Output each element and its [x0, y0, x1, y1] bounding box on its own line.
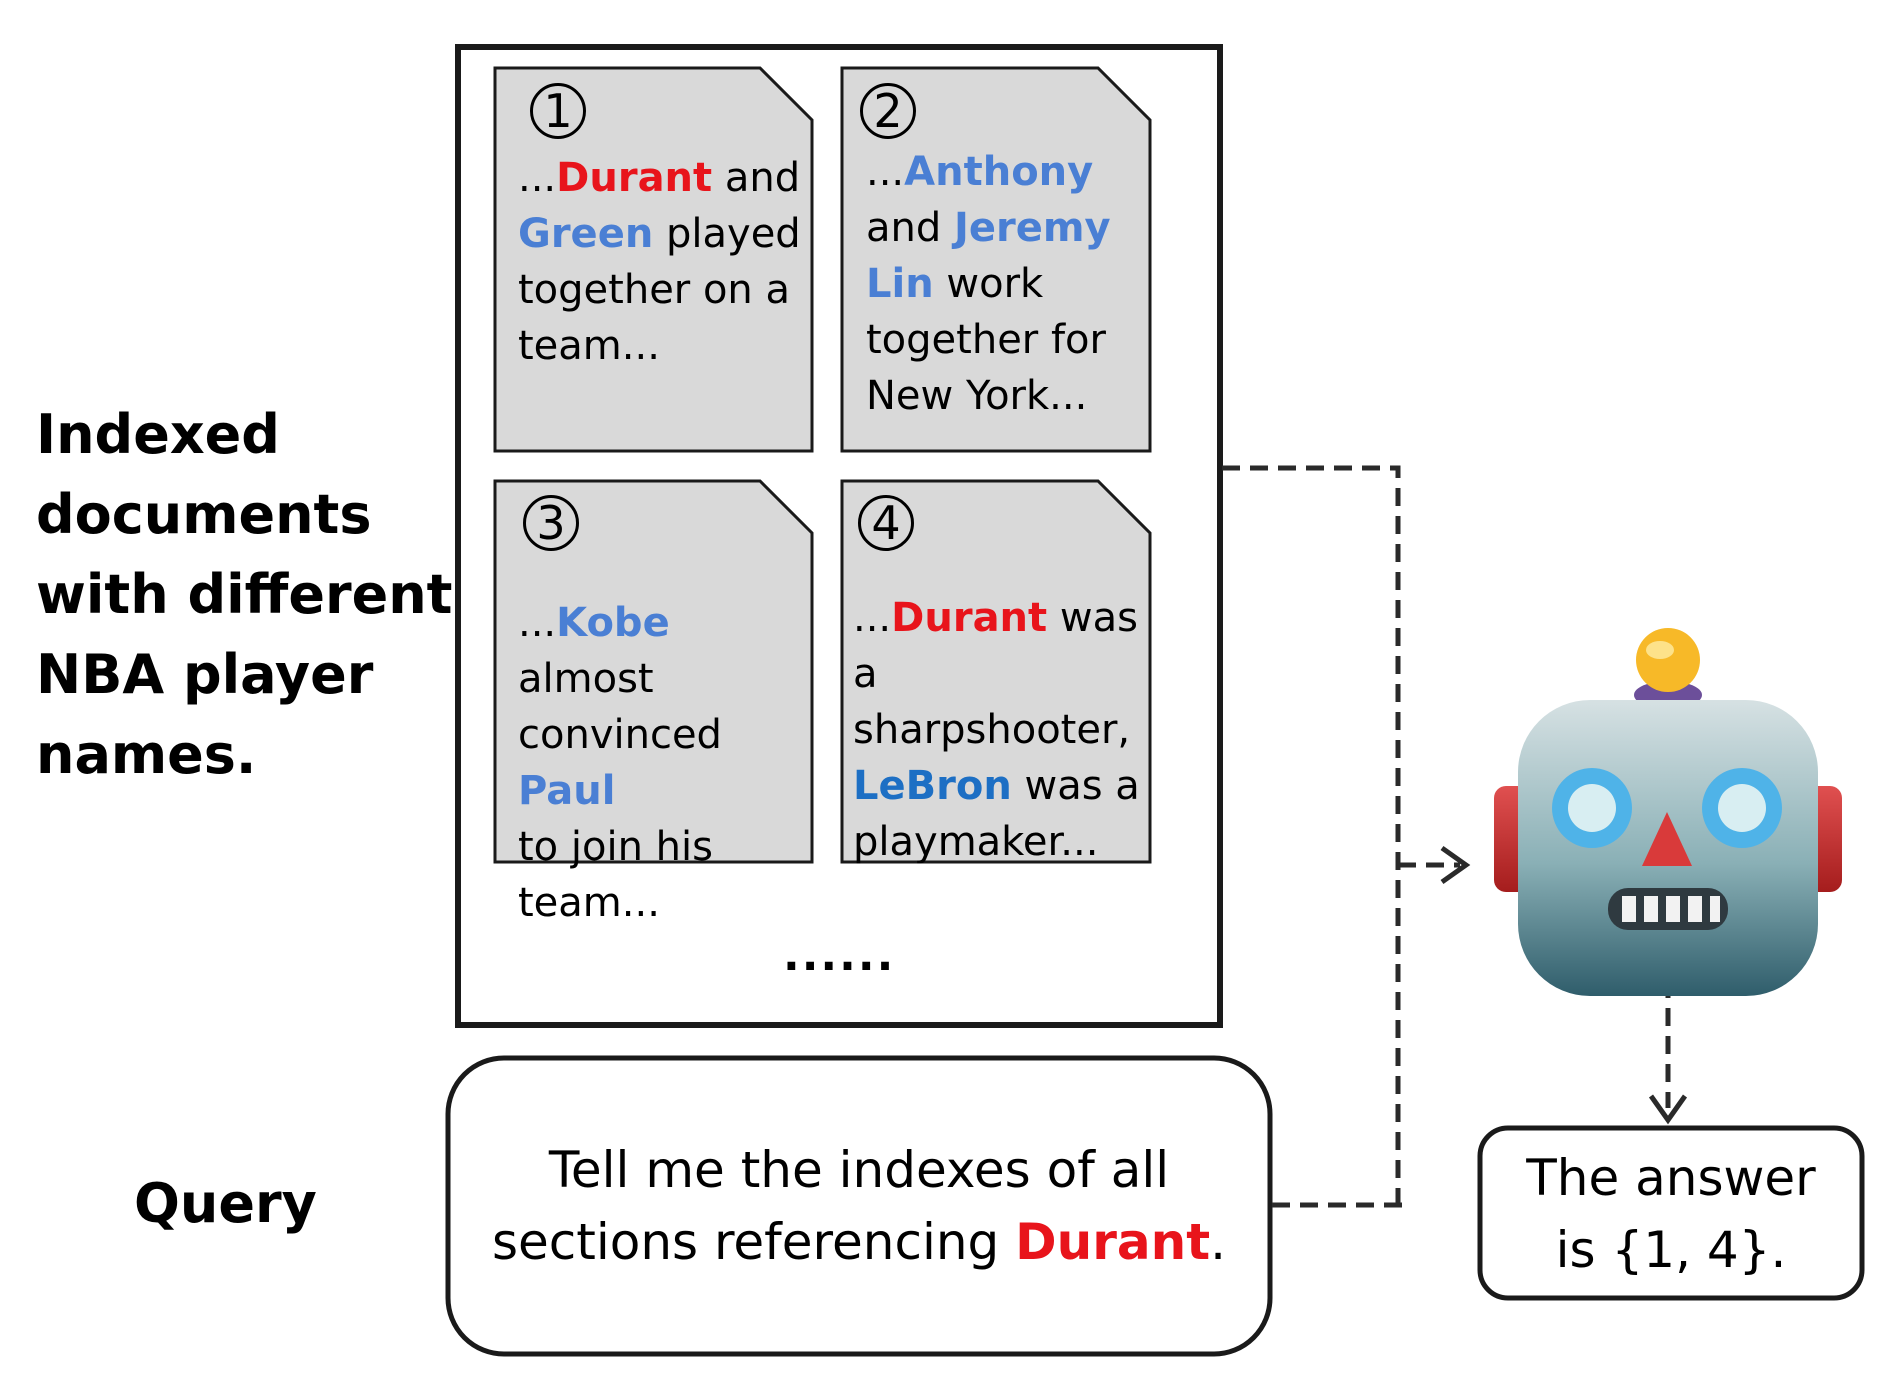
query-label: Query	[134, 1172, 317, 1235]
doc-text-fragment: ...	[853, 595, 892, 641]
player-name: Kobe	[556, 600, 670, 646]
query-text: Tell me the indexes of all sections refe…	[448, 1134, 1270, 1278]
doc-text-fragment: work together for New York...	[866, 261, 1106, 419]
indexed-label-line5: names.	[36, 723, 257, 786]
player-name: Durant	[891, 595, 1048, 641]
answer-line-1: The answer	[1526, 1149, 1816, 1207]
indexed-label-line3: with different	[36, 563, 453, 626]
query-highlight: Durant	[1015, 1213, 1211, 1271]
connector-docs-to-merge	[1222, 465, 1401, 1205]
answer-line-2: is {1, 4}.	[1555, 1221, 1787, 1279]
dashed-connectors	[1222, 465, 1671, 1208]
player-name: Anthony	[904, 149, 1094, 195]
doc-number-badge: 4	[858, 495, 914, 551]
doc-text-fragment: ...	[518, 155, 557, 201]
doc-text-fragment: was a sharpshooter,	[853, 595, 1138, 753]
query-line-2-prefix: sections referencing	[491, 1213, 1016, 1271]
doc-card-1-text: ...Durant and Green played together on a…	[518, 150, 808, 374]
indexed-docs-label: Indexed documents with different NBA pla…	[36, 395, 453, 795]
indexed-label-line1: Indexed	[36, 403, 280, 466]
query-box-shape	[445, 1055, 1273, 1357]
doc-number-badge: 1	[530, 83, 586, 139]
indexed-label-line2: documents	[36, 483, 372, 546]
doc-text-fragment: and	[866, 205, 942, 251]
doc-card-2-text: ...Anthony and Jeremy Lin work together …	[866, 144, 1146, 424]
doc-text-fragment: played together on a team...	[518, 211, 801, 369]
query-line-1: Tell me the indexes of all	[548, 1141, 1170, 1199]
doc-text-fragment: to join his team...	[518, 824, 713, 926]
query-line-2-suffix: .	[1210, 1213, 1227, 1271]
doc-card-3-text: ...Kobe almost convinced Paul to join hi…	[518, 595, 810, 931]
query-line-2: sections referencing Durant.	[448, 1206, 1270, 1278]
answer-text: The answer is {1, 4}.	[1480, 1142, 1862, 1286]
player-name: Paul	[518, 768, 616, 814]
player-name: Jeremy	[953, 205, 1111, 251]
indexed-label-line4: NBA player	[36, 643, 374, 706]
doc-text-fragment: ...	[866, 149, 905, 195]
doc-number-badge: 2	[860, 83, 916, 139]
robot-icon	[1494, 628, 1842, 996]
doc-text-fragment: ...	[518, 600, 557, 646]
doc-card-2-shape	[840, 66, 1152, 453]
doc-text-fragment: almost convinced	[518, 656, 722, 758]
arrowhead-to-robot	[1440, 845, 1471, 885]
doc-text-fragment: and	[724, 155, 801, 201]
more-documents-indicator: ......	[783, 930, 896, 981]
doc-card-4-text: ...Durant was a sharpshooter, LeBron was…	[853, 590, 1149, 870]
answer-box-shape	[1477, 1125, 1865, 1301]
player-name: LeBron	[853, 763, 1012, 809]
doc-card-3-shape	[493, 479, 814, 864]
doc-card-4-shape	[840, 479, 1152, 864]
doc-card-1-shape	[493, 66, 814, 453]
arrowhead-to-answer	[1648, 1094, 1688, 1125]
doc-number-badge: 3	[523, 495, 579, 551]
doc-text-fragment: was a playmaker...	[853, 763, 1140, 865]
player-name: Green	[518, 211, 654, 257]
player-name: Durant	[556, 155, 713, 201]
player-name: Lin	[866, 261, 934, 307]
